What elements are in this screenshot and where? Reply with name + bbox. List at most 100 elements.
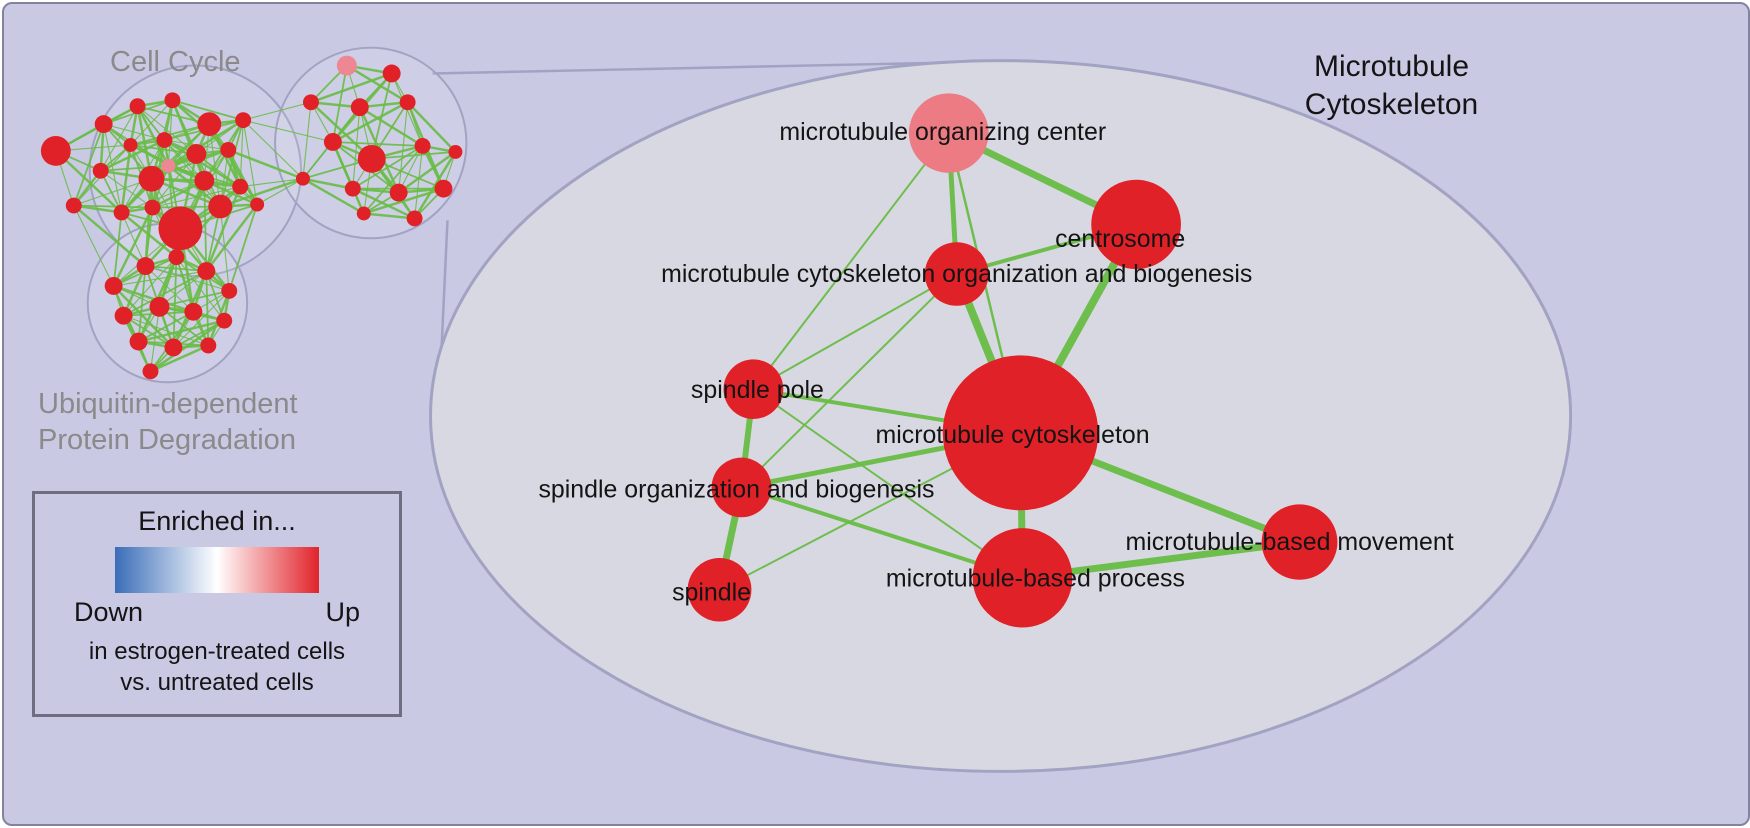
mini-node bbox=[399, 94, 416, 111]
legend-caption-line1: in estrogen-treated cells bbox=[88, 638, 346, 665]
mini-node bbox=[136, 257, 155, 276]
mini-edge bbox=[100, 105, 139, 172]
mini-node bbox=[184, 302, 203, 321]
mini-node bbox=[123, 138, 138, 152]
ubiquitin-heading-line1: Ubiquitin-dependent bbox=[38, 388, 298, 420]
mini-node bbox=[92, 162, 109, 179]
mini-edge bbox=[100, 138, 165, 172]
mini-edge bbox=[144, 207, 154, 267]
mini-node bbox=[344, 180, 361, 197]
mini-node bbox=[389, 183, 408, 202]
mini-edge bbox=[243, 119, 333, 143]
mini-edge bbox=[151, 149, 229, 180]
mini-edge bbox=[113, 270, 207, 287]
mini-edge bbox=[137, 266, 147, 342]
legend-down-label: Down bbox=[74, 597, 144, 627]
microtubule-cytoskeleton-heading: Microtubule Cytoskeleton bbox=[1289, 48, 1494, 124]
mini-node bbox=[129, 332, 148, 351]
node-spindle bbox=[687, 557, 752, 622]
ubiquitin-heading-line2: Protein Degradation bbox=[38, 424, 296, 456]
mini-node bbox=[144, 199, 161, 216]
mini-node bbox=[220, 141, 237, 158]
legend-caption-line2: vs. untreated cells bbox=[120, 669, 314, 696]
mini-edge bbox=[103, 124, 123, 213]
mini-node bbox=[250, 197, 265, 212]
mini-edge bbox=[172, 99, 244, 122]
node-label-mb_movement: microtubule-based movement bbox=[1126, 528, 1454, 556]
mini-edge bbox=[203, 180, 208, 272]
mini-edge bbox=[352, 107, 361, 189]
mini-edge bbox=[123, 256, 177, 317]
microtubule-heading-line2: Cytoskeleton bbox=[1304, 88, 1479, 121]
mini-node bbox=[142, 363, 159, 380]
mini-node bbox=[235, 112, 252, 129]
main-nodes bbox=[687, 93, 1338, 628]
mini-node bbox=[168, 249, 185, 266]
mini-edge bbox=[112, 212, 123, 287]
mini-edge bbox=[73, 204, 153, 209]
mini-edge bbox=[352, 145, 424, 190]
mini-edge bbox=[73, 178, 152, 207]
mini-node bbox=[94, 115, 113, 134]
node-mt_cyto bbox=[942, 355, 1099, 511]
mini-edge bbox=[100, 170, 153, 208]
mini-edge bbox=[363, 212, 415, 220]
zoom-cone-line bbox=[432, 60, 996, 75]
mini-edge bbox=[398, 102, 409, 193]
mini-node bbox=[138, 165, 165, 192]
node-label-centrosome: centrosome bbox=[1055, 225, 1185, 253]
legend: Enriched in... Down Up in estrogen-treat… bbox=[32, 491, 402, 717]
mini-node bbox=[197, 112, 222, 137]
mini-node bbox=[161, 158, 176, 173]
legend-title: Enriched in... bbox=[138, 506, 296, 536]
mini-edge bbox=[256, 178, 304, 206]
node-label-moc: microtubule organizing center bbox=[779, 118, 1106, 146]
node-spindle_org bbox=[711, 457, 772, 518]
mini-edge bbox=[149, 344, 209, 373]
mini-edge bbox=[228, 204, 258, 292]
mini-node bbox=[194, 170, 215, 191]
mini-edge bbox=[242, 119, 304, 180]
mini-edge bbox=[346, 64, 409, 104]
node-mco_bio bbox=[924, 242, 989, 306]
ubiquitin-heading: Ubiquitin-dependent Protein Degradation bbox=[38, 386, 298, 458]
mini-node bbox=[357, 144, 386, 173]
mini-node bbox=[323, 133, 342, 151]
mini-edge bbox=[73, 204, 122, 214]
mini-edge bbox=[413, 151, 457, 220]
legend-caption: in estrogen-treated cells vs. untreated … bbox=[89, 636, 345, 698]
cell-cycle-heading: Cell Cycle bbox=[110, 46, 241, 78]
mini-edge bbox=[112, 285, 175, 349]
mini-node bbox=[114, 306, 133, 325]
mini-edge bbox=[159, 290, 230, 308]
mini-node bbox=[113, 204, 130, 221]
mini-edge bbox=[121, 212, 147, 267]
mini-edge bbox=[243, 101, 312, 121]
mini-node bbox=[197, 262, 216, 280]
mini-edge bbox=[414, 145, 424, 219]
node-label-spindle: spindle bbox=[672, 579, 751, 607]
mini-edge bbox=[138, 319, 225, 343]
edge-spindle_pole-mb_process bbox=[752, 388, 1024, 579]
node-label-mt_cyto: microtubule cytoskeleton bbox=[875, 421, 1149, 449]
mini-edge bbox=[397, 150, 457, 194]
node-centrosome bbox=[1091, 179, 1181, 270]
node-moc bbox=[908, 93, 989, 173]
node-label-spindle_pole: spindle pole bbox=[691, 376, 824, 404]
mini-node bbox=[149, 296, 170, 317]
node-label-mb_process: microtubule-based process bbox=[886, 565, 1185, 593]
mini-edge bbox=[163, 138, 241, 188]
legend-gradient-bar bbox=[115, 547, 319, 593]
mini-edge bbox=[136, 105, 170, 167]
mini-edge bbox=[171, 99, 206, 182]
mini-node bbox=[158, 206, 203, 251]
mini-edge bbox=[332, 101, 409, 144]
mini-edge bbox=[302, 177, 365, 215]
mini-node bbox=[104, 277, 123, 295]
node-spindle_pole bbox=[723, 359, 784, 419]
mini-edge bbox=[112, 206, 154, 287]
mini-edge bbox=[54, 150, 123, 214]
mini-node bbox=[356, 206, 371, 221]
legend-downup-row: Down Up bbox=[74, 597, 360, 628]
mini-edge bbox=[242, 120, 258, 205]
